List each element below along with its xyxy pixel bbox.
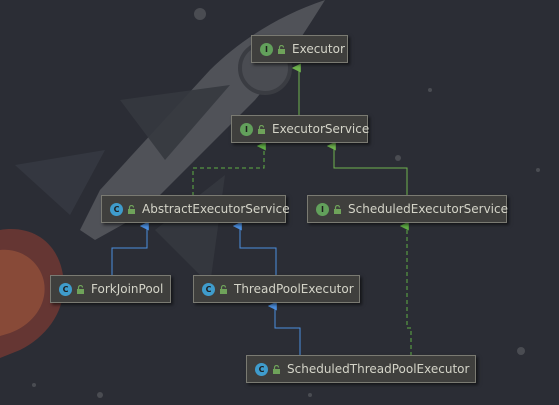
- class-icon: C: [59, 282, 72, 296]
- public-lock-icon: [278, 44, 285, 54]
- public-lock-icon: [258, 124, 265, 134]
- public-lock-icon: [334, 204, 341, 214]
- interface-icon: I: [260, 42, 273, 56]
- star-dot: [395, 155, 401, 161]
- public-lock-icon: [128, 204, 135, 214]
- node-threadpoolexecutor[interactable]: C ThreadPoolExecutor: [193, 275, 360, 303]
- star-dot: [194, 8, 206, 20]
- rocket-lower-fin-shape: [155, 175, 225, 285]
- node-label: ThreadPoolExecutor: [234, 282, 354, 296]
- node-label: ExecutorService: [272, 122, 370, 136]
- star-dot: [308, 393, 312, 397]
- rocket-flame-inner-shape: [0, 249, 45, 336]
- interface-icon: I: [316, 202, 329, 216]
- node-executor[interactable]: I Executor: [251, 35, 348, 63]
- public-lock-icon: [220, 284, 227, 294]
- node-scheduledexecutorservice[interactable]: I ScheduledExecutorService: [307, 195, 508, 223]
- star-dot: [536, 168, 540, 172]
- node-label: AbstractExecutorService: [142, 202, 290, 216]
- node-label: Executor: [292, 42, 345, 56]
- star-dot: [32, 383, 36, 387]
- public-lock-icon: [273, 364, 280, 374]
- rocket-left-wing-shape: [15, 150, 105, 215]
- star-dot: [428, 88, 432, 92]
- class-icon: C: [255, 362, 268, 376]
- node-label: ForkJoinPool: [91, 282, 164, 296]
- class-icon: C: [202, 282, 215, 296]
- class-icon: C: [110, 202, 123, 216]
- rocket-fin-shape: [120, 85, 230, 160]
- node-abstractexecutorservice[interactable]: C AbstractExecutorService: [101, 195, 290, 223]
- node-forkjoinpool[interactable]: C ForkJoinPool: [50, 275, 171, 303]
- node-scheduledthreadpoolexecutor[interactable]: C ScheduledThreadPoolExecutor: [246, 355, 476, 383]
- star-dot: [517, 347, 525, 355]
- public-lock-icon: [77, 284, 84, 294]
- star-dot: [97, 392, 103, 398]
- interface-icon: I: [240, 122, 253, 136]
- node-executorservice[interactable]: I ExecutorService: [231, 115, 370, 143]
- node-label: ScheduledExecutorService: [348, 202, 508, 216]
- node-label: ScheduledThreadPoolExecutor: [287, 362, 470, 376]
